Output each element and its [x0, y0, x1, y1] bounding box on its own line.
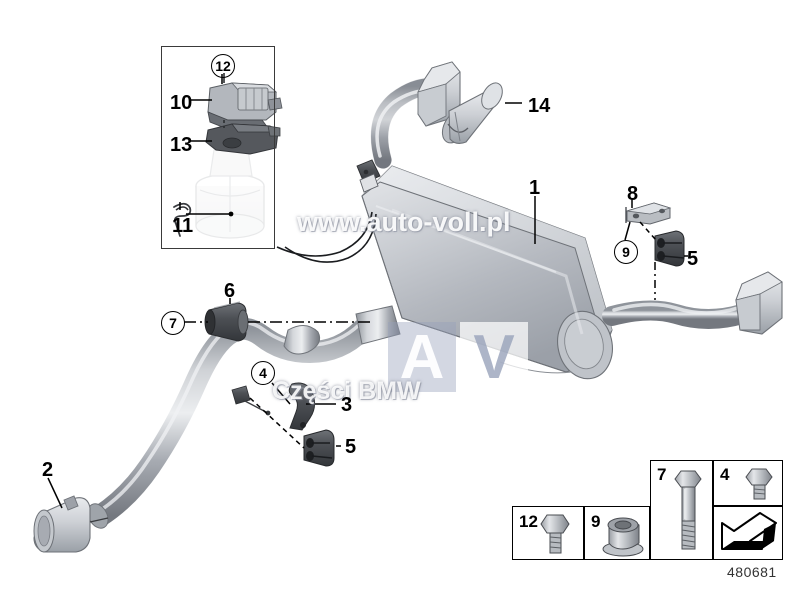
hex-bolt-long-icon: [674, 470, 702, 550]
callout-5-upper: 5: [687, 248, 699, 270]
flange-nut-icon: [602, 517, 644, 557]
legend-cell-12: 12: [512, 506, 584, 560]
rear-muffler-art: [361, 165, 613, 380]
callout-11: 11: [172, 215, 194, 237]
drawing-number: 480681: [727, 564, 777, 580]
tailpipe-trim-art: [441, 82, 503, 145]
callout-5-lower: 5: [345, 436, 357, 458]
hex-bolt-short-icon: [540, 514, 570, 554]
hex-bolt-stub-icon: [745, 468, 773, 500]
direction-arrow-icon: [721, 512, 777, 550]
actuator-cable-art: [276, 211, 373, 257]
rubber-mount-lower-art: [303, 429, 335, 467]
ghost-valve-art: [195, 149, 265, 239]
front-clamp-art: [33, 495, 109, 553]
callout-3: 3: [341, 394, 353, 416]
callout-7-circle: 7: [161, 311, 185, 335]
upper-bracket-art: [625, 202, 672, 225]
callout-2: 2: [42, 459, 54, 481]
callout-4-circle: 4: [251, 361, 275, 385]
clamp-sleeve-art: [204, 301, 249, 342]
actuator-detail-inset-box: [161, 46, 275, 249]
callout-6: 6: [224, 280, 236, 302]
legend-cell-direction: [713, 506, 783, 560]
legend-number-9: 9: [591, 512, 601, 531]
callout-10: 10: [170, 92, 193, 114]
callout-9-circle: 9: [614, 240, 638, 264]
callout-14: 14: [528, 95, 551, 117]
callout-1: 1: [529, 177, 541, 199]
callout-12-circle: 12: [211, 54, 235, 78]
legend-number-4: 4: [720, 465, 730, 484]
legend-cell-7: 7: [650, 460, 713, 560]
legend-number-12: 12: [519, 512, 538, 531]
legend-number-7: 7: [657, 465, 667, 484]
lower-bracket-art: [288, 382, 316, 431]
rubber-mount-upper-art: [654, 230, 685, 267]
right-tailpipe-art: [602, 271, 783, 335]
actuator-art: [205, 73, 283, 155]
callout-8: 8: [627, 183, 639, 205]
callout-13: 13: [170, 134, 193, 156]
legend-cell-4: 4: [713, 460, 783, 506]
inlet-pipe-upper-art: [356, 61, 461, 193]
legend-cell-9: 9: [584, 506, 650, 560]
actuator-cable-art-2: [284, 213, 377, 263]
leader-lines: [47, 74, 688, 509]
